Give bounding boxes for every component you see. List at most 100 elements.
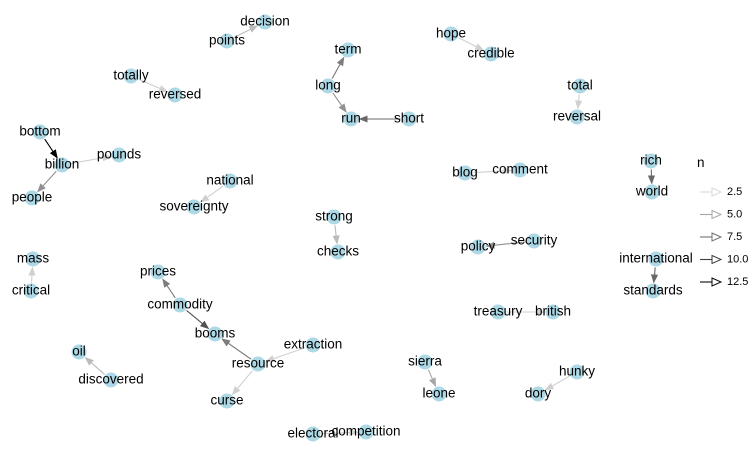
node-label-world: world xyxy=(635,184,668,199)
edge-critical-to-mass xyxy=(28,266,36,283)
node-label-security: security xyxy=(511,233,558,248)
node-label-discovered: discovered xyxy=(78,372,143,387)
node-reversal xyxy=(569,109,585,125)
legend-arrow-icon-5-0 xyxy=(711,209,723,220)
node-comment xyxy=(512,162,528,178)
node-label-british: british xyxy=(535,304,571,319)
edge-resource-to-curse xyxy=(231,370,253,396)
node-british xyxy=(545,304,561,320)
legend-arrow-icon-2-5 xyxy=(711,187,723,197)
node-label-short: short xyxy=(394,111,424,126)
node-decision xyxy=(257,14,273,30)
node-label-reversed: reversed xyxy=(149,87,202,102)
node-label-comment: comment xyxy=(492,162,548,177)
edge-total-to-reversal xyxy=(575,94,583,110)
node-leone xyxy=(431,386,447,402)
edge-international-to-standards xyxy=(650,267,659,284)
node-pounds xyxy=(111,147,127,163)
legend-label-5-0: 5.0 xyxy=(727,208,742,220)
node-people xyxy=(24,190,40,206)
node-label-resource: resource xyxy=(232,356,285,371)
node-label-competition: competition xyxy=(331,424,400,439)
node-label-oil: oil xyxy=(72,344,86,359)
edge-long-to-run xyxy=(332,92,347,113)
node-label-standards: standards xyxy=(623,283,683,298)
legend-entry-2-5: 2.5 xyxy=(700,186,742,198)
legend-entry-10-0: 10.0 xyxy=(700,253,748,265)
node-label-strong: strong xyxy=(315,209,353,224)
node-label-sierra: sierra xyxy=(408,354,442,369)
node-run xyxy=(343,111,359,127)
edge-billion-to-people xyxy=(37,170,57,193)
node-label-term: term xyxy=(335,42,362,57)
legend-label-12-5: 12.5 xyxy=(727,276,748,288)
edge-points-to-decision xyxy=(234,25,259,38)
node-policy xyxy=(470,239,486,255)
node-label-extraction: extraction xyxy=(284,337,343,352)
legend-arrow-icon-12-5 xyxy=(711,277,723,287)
legend-entry-12-5: 12.5 xyxy=(700,276,748,288)
node-label-people: people xyxy=(12,190,53,205)
node-competition xyxy=(358,424,374,440)
legend: n 2.55.07.510.012.5 xyxy=(697,155,748,288)
node-points xyxy=(219,33,235,49)
node-label-policy: policy xyxy=(461,239,496,254)
edge-extraction-to-resource xyxy=(265,347,306,362)
node-label-billion: billion xyxy=(45,157,80,172)
node-treasury xyxy=(490,304,506,320)
node-security xyxy=(526,233,542,249)
node-term xyxy=(340,42,356,58)
node-blog xyxy=(457,165,473,181)
node-international xyxy=(648,251,664,267)
node-mass xyxy=(25,251,41,267)
node-short xyxy=(401,111,417,127)
legend-label-10-0: 10.0 xyxy=(727,253,748,265)
node-label-bottom: bottom xyxy=(19,124,60,139)
node-oil xyxy=(71,344,87,360)
node-strong xyxy=(326,209,342,225)
node-label-mass: mass xyxy=(17,251,50,266)
node-critical xyxy=(23,283,39,299)
node-credible xyxy=(483,46,499,62)
edge-national-to-sovereignty xyxy=(200,185,224,203)
node-total xyxy=(572,78,588,94)
edge-long-to-term xyxy=(331,56,345,79)
node-resource xyxy=(250,356,266,372)
node-hunky xyxy=(569,364,585,380)
node-label-sovereignty: sovereignty xyxy=(159,199,228,214)
edge-blog-to-comment xyxy=(473,167,513,175)
node-label-electoral: electoral xyxy=(287,426,338,441)
edge-commodity-to-booms xyxy=(186,309,210,330)
node-label-points: points xyxy=(209,33,245,48)
edge-security-to-policy xyxy=(485,241,526,249)
node-totally xyxy=(123,68,139,84)
nodes-layer xyxy=(23,14,664,442)
edge-hope-to-credible xyxy=(458,37,485,51)
node-label-rich: rich xyxy=(640,153,662,168)
legend-arrow-icon-10-0 xyxy=(711,254,723,265)
node-rich xyxy=(643,153,659,169)
node-label-pounds: pounds xyxy=(97,147,142,162)
edge-strong-to-checks xyxy=(332,225,340,245)
node-label-run: run xyxy=(341,111,361,126)
node-label-prices: prices xyxy=(140,264,176,279)
node-label-commodity: commodity xyxy=(147,297,213,312)
node-label-national: national xyxy=(206,173,253,188)
node-label-dory: dory xyxy=(525,386,552,401)
edge-resource-to-booms xyxy=(221,338,252,360)
node-label-treasury: treasury xyxy=(474,304,523,319)
node-label-booms: booms xyxy=(195,326,236,341)
legend-entry-7-5: 7.5 xyxy=(700,231,742,243)
legend-label-2-5: 2.5 xyxy=(727,186,742,198)
edge-billion-to-pounds xyxy=(70,154,112,165)
node-commodity xyxy=(172,297,188,313)
node-label-credible: credible xyxy=(467,46,514,61)
edge-sierra-to-leone xyxy=(427,369,437,388)
node-label-totally: totally xyxy=(113,68,149,83)
node-discovered xyxy=(103,372,119,388)
node-label-decision: decision xyxy=(240,14,290,29)
node-standards xyxy=(645,283,661,299)
edges-layer xyxy=(28,25,659,437)
